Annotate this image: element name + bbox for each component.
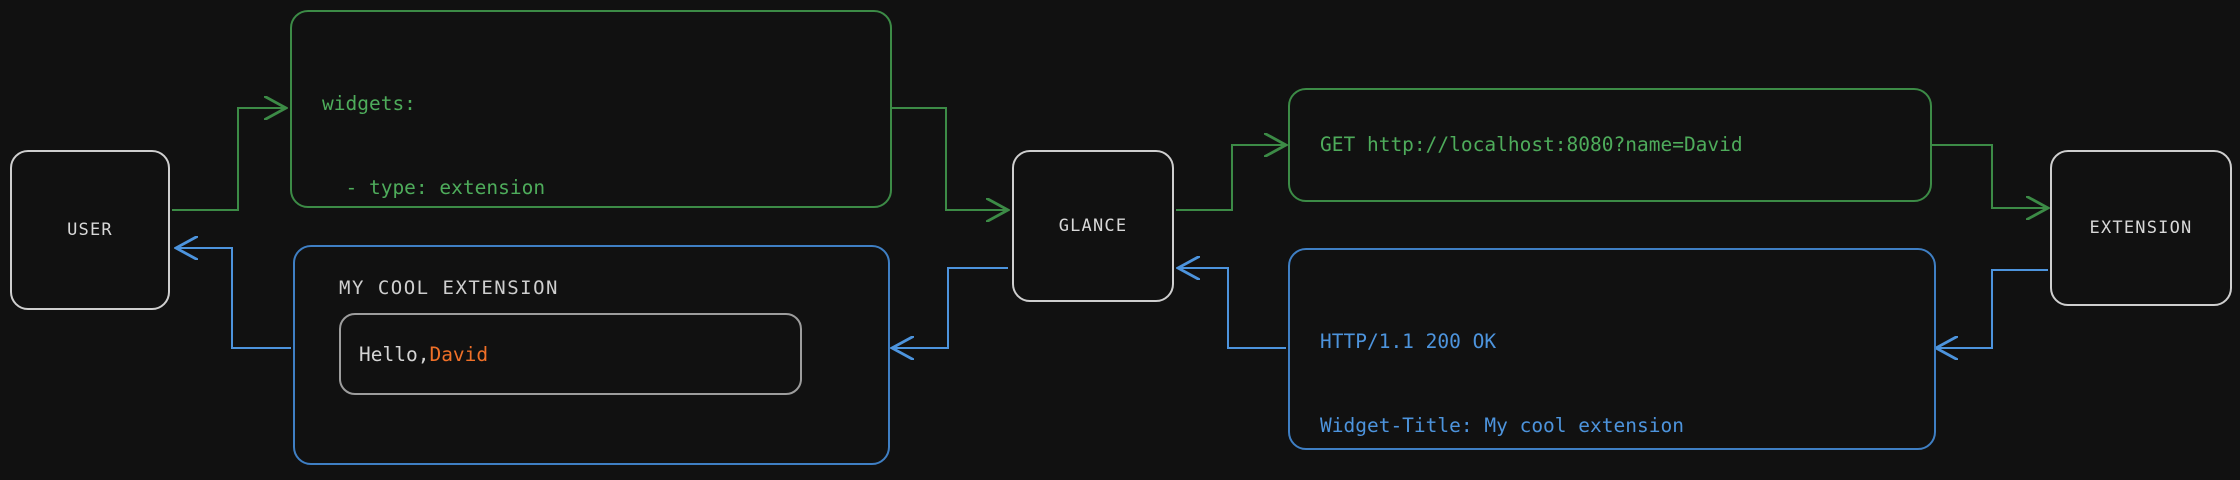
wire-user-to-config	[172, 108, 286, 211]
widget-greeting-prefix: Hello,	[359, 342, 430, 366]
node-user[interactable]: USER	[10, 150, 170, 310]
node-glance[interactable]: GLANCE	[1012, 150, 1174, 302]
config-line-0: widgets:	[322, 92, 416, 115]
config-yaml-block: widgets: - type: extension url: http://l…	[290, 10, 892, 451]
response-line-0: HTTP/1.1 200 OK	[1320, 330, 1497, 353]
widget-preview-body: Hello, David	[339, 313, 802, 395]
wire-extension-to-response	[1936, 269, 2048, 348]
config-line-1: - type: extension	[322, 176, 546, 199]
wire-widget-to-user	[176, 248, 291, 349]
wire-response-to-glance	[1178, 268, 1286, 349]
request-line-0: GET http://localhost:8080?name=David	[1320, 133, 1743, 156]
wire-config-to-glance	[892, 107, 1008, 210]
node-user-label: USER	[67, 220, 113, 240]
node-extension[interactable]: EXTENSION	[2050, 150, 2232, 306]
widget-preview-panel: MY COOL EXTENSION Hello, David	[293, 245, 890, 465]
widget-greeting-name: David	[429, 342, 489, 366]
wire-glance-to-widget	[892, 267, 1008, 348]
node-glance-label: GLANCE	[1058, 216, 1128, 236]
node-extension-label: EXTENSION	[2089, 218, 2193, 238]
http-request-block: GET http://localhost:8080?name=David	[1288, 88, 1932, 202]
widget-preview-title: MY COOL EXTENSION	[339, 277, 559, 299]
response-line-1: Widget-Title: My cool extension	[1320, 414, 1684, 437]
http-response-block: HTTP/1.1 200 OK Widget-Title: My cool ex…	[1288, 248, 1936, 450]
wire-request-to-extension	[1932, 144, 2048, 208]
wire-glance-to-request	[1176, 145, 1286, 211]
